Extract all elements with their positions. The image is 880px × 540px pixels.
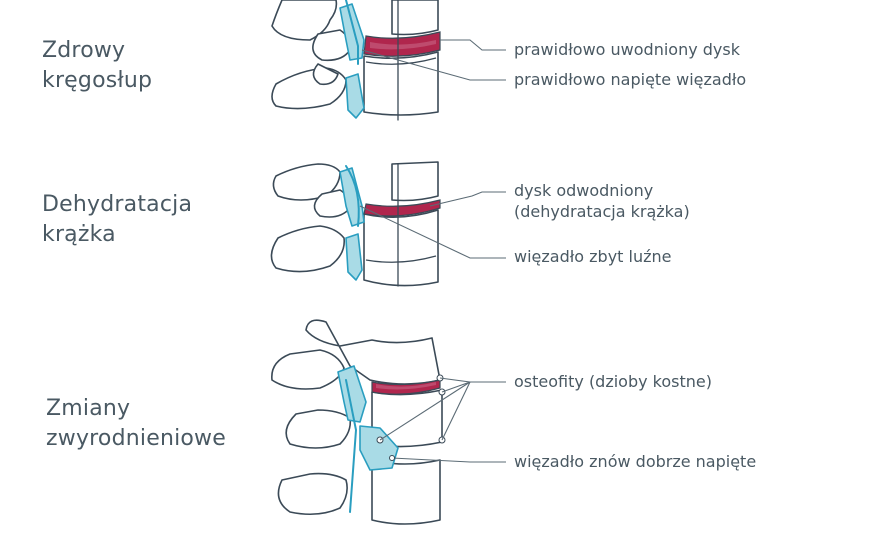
title-line: krążka [42, 222, 116, 247]
label-line: więzadło znów dobrze napięte [514, 452, 757, 471]
ligament-healthy-lower [345, 73, 365, 119]
leader-osteophytes [441, 381, 471, 393]
label-line: (dehydratacja krążka) [514, 202, 690, 221]
leader-hydrated-disc [440, 39, 506, 51]
leader-osteophytes [441, 381, 471, 441]
label-line: dysk odwodniony [514, 181, 654, 200]
top-posterior-3 [271, 349, 345, 390]
label-line: prawidłowo napięte więzadło [514, 70, 747, 89]
title-line: Zmiany [46, 396, 131, 421]
healthy-spine-illustration [271, 0, 506, 121]
label-osteophytes: osteofity (dzioby kostne) [514, 371, 712, 392]
title-line: Dehydratacja [42, 192, 193, 217]
disc-healthy-shade [370, 40, 436, 50]
middle-posterior-3 [285, 409, 352, 449]
lower-vertebra-body [363, 51, 439, 116]
disc-healthy [363, 31, 441, 57]
lower-posterior-2 [270, 225, 346, 273]
upper-vertebra-body [391, 0, 439, 36]
label-line: więzadło zbyt luźne [514, 247, 672, 266]
lower-endplate-line-2 [365, 255, 437, 263]
leader-loose-ligament [359, 205, 506, 259]
upper-vertebra-body-2 [391, 161, 439, 202]
label-retensioned-ligament: więzadło znów dobrze napięte [514, 451, 756, 472]
ligament-retensioned-strand [345, 379, 358, 513]
label-line: osteofity (dzioby kostne) [514, 372, 712, 391]
disc-degenerated-shade [376, 382, 436, 390]
leader-osteophytes [379, 381, 471, 441]
label-loose-ligament: więzadło zbyt luźne [514, 246, 672, 267]
upper-posterior-2 [272, 163, 341, 201]
dehydration-illustration [270, 161, 506, 287]
leader-tense-ligament [361, 49, 506, 81]
section-title-dehydration: Dehydratacja krążka [42, 190, 192, 250]
leader-retensioned-ligament [391, 457, 506, 463]
ligament-loose-strand [345, 165, 360, 227]
ligament-healthy-strand [345, 0, 359, 65]
section-title-degenerative: Zmiany zwyrodnieniowe [46, 394, 226, 454]
leader-dehydrated-disc [429, 191, 506, 207]
ligament-loose-lower [345, 233, 363, 281]
label-tense-ligament: prawidłowo napięte więzadło [514, 69, 746, 90]
disc-degenerated [371, 379, 441, 395]
lower-facet [312, 63, 339, 86]
title-line: Zdrowy [42, 38, 126, 63]
upper-posterior-elements [271, 0, 338, 41]
bottom-posterior-3 [277, 472, 348, 516]
title-line: zwyrodnieniowe [46, 426, 226, 451]
leader-osteophytes [439, 377, 506, 383]
ligament-marker [389, 455, 395, 461]
lower-vertebra-body-2 [363, 209, 439, 287]
label-dehydrated-disc: dysk odwodniony (dehydratacja krążka) [514, 180, 690, 222]
degenerative-illustration [271, 319, 506, 525]
lower-endplate-line [365, 57, 437, 65]
section-title-healthy: Zdrowy kręgosłup [42, 36, 152, 96]
label-line: prawidłowo uwodniony dysk [514, 40, 740, 59]
title-line: kręgosłup [42, 68, 153, 93]
ligament-retensioned [359, 425, 399, 471]
label-hydrated-disc: prawidłowo uwodniony dysk [514, 39, 740, 60]
